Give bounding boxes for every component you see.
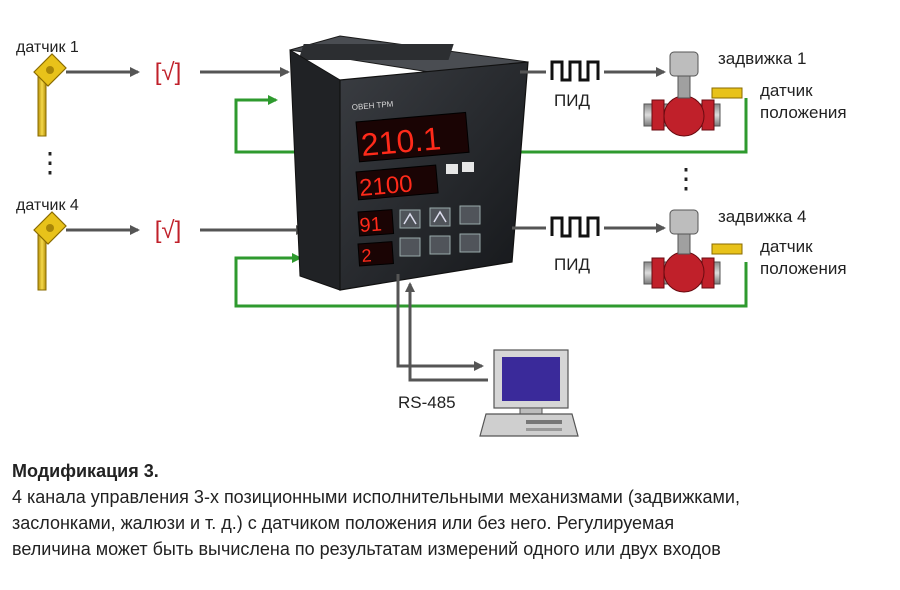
- caption-line-1: 4 канала управления 3-х позиционными исп…: [12, 487, 740, 507]
- monitor-stand: [519, 407, 543, 415]
- sensor-1: [33, 53, 67, 137]
- sensor-1-label: датчик 1: [16, 39, 79, 56]
- button-mode[interactable]: [459, 233, 481, 253]
- display-mid-value: 2100: [358, 170, 414, 202]
- sensor-4-label: датчик 4: [16, 197, 79, 214]
- arrow-up-2-icon: [433, 210, 447, 223]
- system-unit: [479, 413, 579, 437]
- controller-device: ОВЕН ТРМ 210.1 2100 91 2: [289, 35, 529, 291]
- valve-1-pos-sensor-line1: датчик: [760, 81, 813, 100]
- pid-pulse-icon-4: [550, 216, 600, 238]
- controller-brand: ОВЕН ТРМ: [351, 99, 394, 112]
- button-prog[interactable]: [459, 205, 481, 225]
- valve-1-flange-left: [651, 99, 665, 131]
- valve-4-label: задвижка 4: [718, 207, 807, 226]
- valve-4-pos-sensor-line2: положения: [760, 259, 847, 278]
- pid-label-1: ПИД: [554, 91, 590, 110]
- button-down[interactable]: [399, 237, 421, 257]
- valve-1-pos-sensor-line2: положения: [760, 103, 847, 122]
- display-low1-value: 91: [359, 213, 383, 236]
- sensor-4-screw-icon: [46, 224, 54, 232]
- sensor-ellipsis: ⋮: [36, 147, 64, 178]
- caption-body: 4 канала управления 3-х позиционными исп…: [12, 484, 888, 562]
- valve-4-actuator: [669, 209, 699, 235]
- controller-buttons: [399, 205, 481, 257]
- indicator-square-1: [446, 164, 458, 174]
- valve-1-body: [663, 95, 705, 137]
- monitor-screen: [502, 357, 560, 401]
- caption-block: Модификация 3. 4 канала управления 3-х п…: [12, 458, 888, 562]
- sqrt-block-1: [√]: [155, 59, 182, 86]
- disk-drive-slot: [526, 420, 562, 424]
- display-low2-value: 2: [361, 245, 372, 266]
- valve-1-actuator: [669, 51, 699, 77]
- valve-1-label: задвижка 1: [718, 49, 807, 68]
- valve-1: [643, 51, 743, 137]
- sqrt-block-4: [√]: [155, 217, 182, 244]
- valve-4-flange-left: [651, 257, 665, 289]
- sensor-1-screw-icon: [46, 66, 54, 74]
- disk-drive-slot-2: [526, 428, 562, 431]
- caption-line-3: величина может быть вычислена по результ…: [12, 539, 721, 559]
- arrow-up-icon: [403, 212, 417, 225]
- display-low2-frame: [357, 241, 394, 267]
- sensor-4: [33, 211, 67, 291]
- controller-terminals: [298, 44, 454, 60]
- display-mid-frame: [355, 164, 439, 201]
- feedback-line-4: [234, 253, 748, 308]
- valve-4-pos-sensor-line1: датчик: [760, 237, 813, 256]
- valve-4-body: [663, 251, 705, 293]
- pid-label-4: ПИД: [554, 255, 590, 274]
- caption-line-2: заслонками, жалюзи и т. д.) с датчиком п…: [12, 513, 675, 533]
- caption-title: Модификация 3.: [12, 461, 159, 481]
- display-top-frame: [355, 111, 470, 163]
- computer-icon: [479, 349, 579, 437]
- valve-4-position-sensor: [711, 243, 743, 255]
- valve-4: [643, 209, 743, 293]
- rs485-line-in: [405, 282, 488, 382]
- rs485-line-out: [396, 274, 484, 371]
- display-top-value: 210.1: [359, 120, 442, 163]
- rs485-label: RS-485: [398, 393, 456, 412]
- valve-1-position-sensor: [711, 87, 743, 99]
- controller-side-face: [289, 49, 341, 291]
- pid-pulse-icon-1: [550, 60, 600, 82]
- indicator-square-2: [462, 162, 474, 172]
- valve-ellipsis: ⋮: [672, 163, 700, 194]
- button-enter[interactable]: [429, 235, 451, 255]
- feedback-line-1: [234, 95, 748, 154]
- display-low1-frame: [357, 209, 395, 237]
